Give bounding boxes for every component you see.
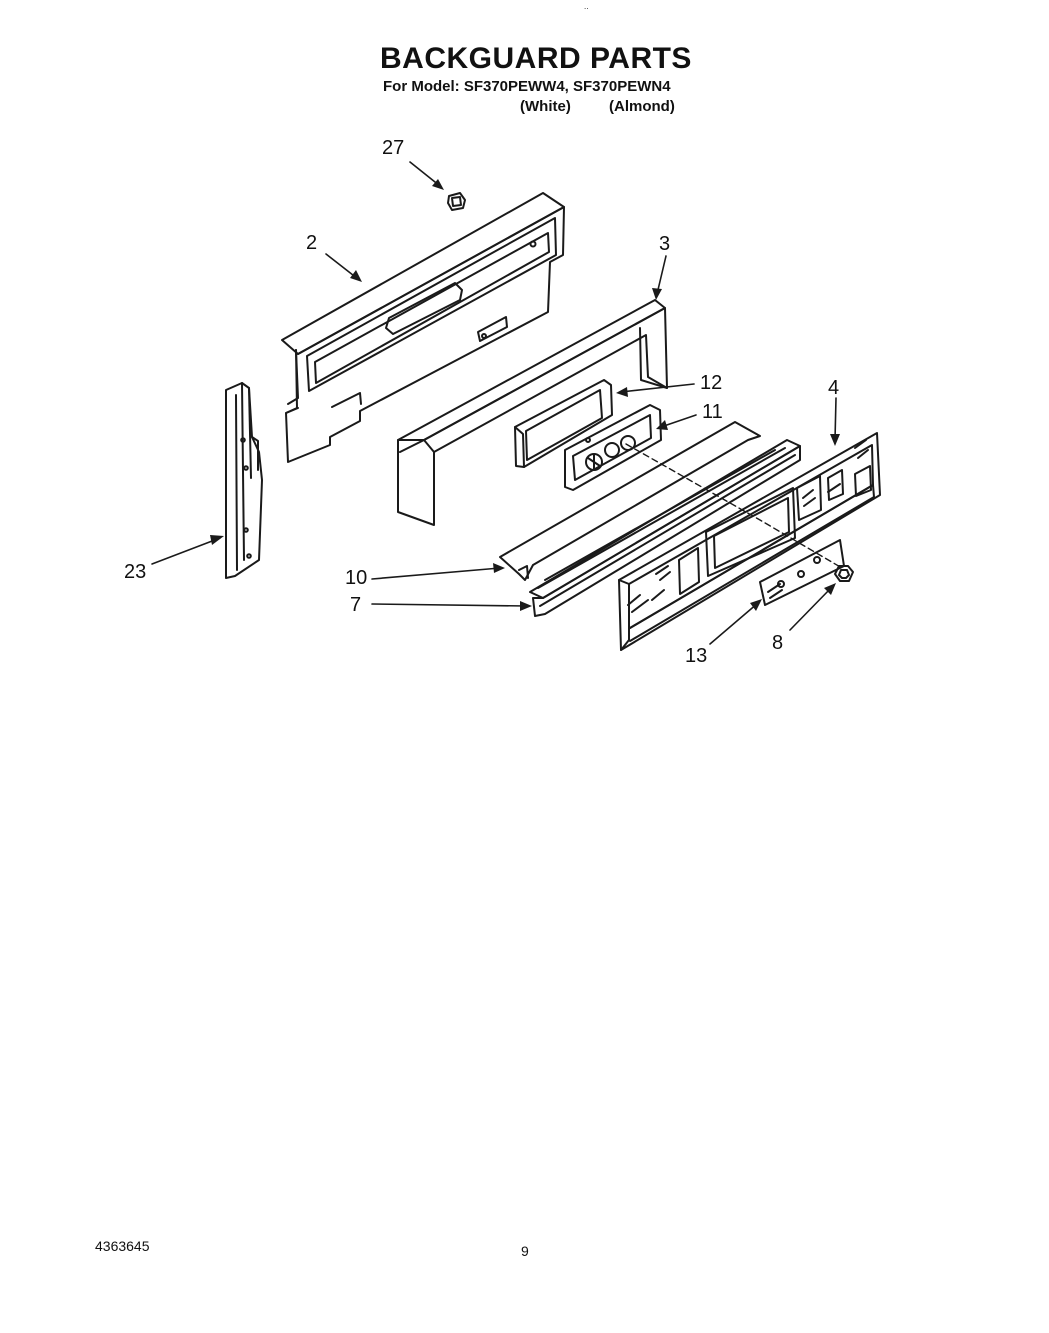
callout-27: 27 xyxy=(382,137,405,159)
leader-11 xyxy=(660,414,697,428)
callout-11: 11 xyxy=(702,401,723,423)
part-11-control-plate xyxy=(564,404,662,491)
arrowhead-12 xyxy=(616,387,628,397)
leader-arrowheads xyxy=(210,179,840,611)
callout-7: 7 xyxy=(350,594,362,616)
arrowhead-27 xyxy=(432,179,444,190)
model-line: For Model: SF370PEWW4, SF370PEWN4 xyxy=(383,78,671,95)
arrowhead-4 xyxy=(830,434,840,446)
top-mark: .. xyxy=(584,2,589,11)
part-23-side-bracket xyxy=(225,382,263,579)
variant-almond: (Almond) xyxy=(609,98,675,115)
callout-3: 3 xyxy=(659,233,671,255)
leader-lines xyxy=(151,161,837,645)
part-7-channel xyxy=(529,439,801,617)
leader-12 xyxy=(620,383,695,393)
arrowhead-10 xyxy=(493,563,505,573)
leader-8 xyxy=(789,587,832,631)
callout-8: 8 xyxy=(772,632,784,654)
part-8-knob xyxy=(834,565,854,582)
page-title: BACKGUARD PARTS xyxy=(380,42,692,75)
part-2-rear-panel xyxy=(281,192,565,463)
arrowhead-3 xyxy=(652,288,662,300)
arrowhead-2 xyxy=(350,270,362,282)
arrowhead-8 xyxy=(824,583,836,595)
leader-3 xyxy=(656,255,667,295)
callout-2: 2 xyxy=(306,232,318,254)
page-number: 9 xyxy=(521,1243,529,1259)
leader-23 xyxy=(151,537,221,565)
alignment-dashed-line xyxy=(625,443,843,569)
callout-23: 23 xyxy=(124,561,147,583)
document-code: 4363645 xyxy=(95,1238,150,1254)
arrowhead-11 xyxy=(656,420,668,430)
arrowhead-7 xyxy=(520,601,532,611)
callout-4: 4 xyxy=(828,377,840,399)
callout-10: 10 xyxy=(345,567,368,589)
leader-27 xyxy=(409,161,441,187)
leader-13 xyxy=(709,602,759,645)
callout-12: 12 xyxy=(700,372,723,394)
part-10-trim-strip xyxy=(499,421,761,581)
leader-10 xyxy=(371,567,501,580)
callout-13: 13 xyxy=(685,645,708,667)
part-13-switch-panel xyxy=(759,539,845,606)
arrowhead-13 xyxy=(750,599,762,611)
part-3-frame xyxy=(397,299,668,526)
leader-4 xyxy=(834,397,837,441)
leader-7 xyxy=(371,603,528,607)
part-12-bracket xyxy=(514,379,613,468)
variant-white: (White) xyxy=(520,98,571,115)
arrowhead-23 xyxy=(210,535,224,545)
part-27-clip xyxy=(447,192,466,211)
